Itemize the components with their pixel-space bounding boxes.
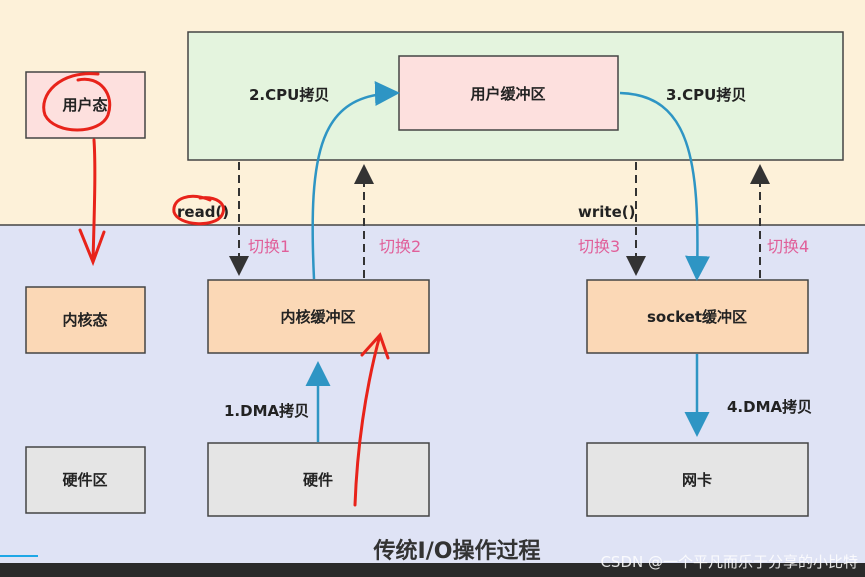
zone-kernel: [25, 286, 146, 354]
step-dma1: 1.DMA拷贝: [224, 402, 309, 420]
arrow-annotation-up: [353, 332, 390, 507]
step-dma4: 4.DMA拷贝: [727, 398, 812, 416]
read-call-label: read(): [177, 203, 229, 221]
user-buffer-label: 用户缓冲区: [470, 85, 545, 103]
cpu-copy-arrow-3: [619, 91, 711, 281]
socket-buffer-box: [586, 279, 809, 354]
zone-kernel-label: 内核态: [62, 311, 107, 329]
diagram-title: 传统I/O操作过程: [373, 538, 541, 564]
zone-hardware: [25, 446, 146, 514]
nic-box: [586, 442, 809, 517]
bottom-bar: [0, 563, 865, 577]
switch-label-4: 切换4: [767, 237, 809, 256]
zone-user: [25, 71, 146, 139]
kernel-buffer-label: 内核缓冲区: [280, 308, 355, 326]
cpu-copy-arrow-2: [311, 81, 400, 280]
step-cpu3: 3.CPU拷贝: [666, 86, 746, 104]
circle-annotation-user: [42, 72, 112, 132]
socket-buffer-label: socket缓冲区: [647, 308, 747, 326]
watermark: CSDN @一个平凡而乐于分享的小比特: [600, 553, 858, 571]
nic-label: 网卡: [682, 471, 712, 489]
zone-user-label: 用户态: [62, 96, 107, 114]
kernel-buffer-box: [207, 279, 430, 354]
switch-label-1: 切换1: [248, 237, 290, 256]
red-annotations: [42, 72, 390, 507]
arrow-annotation-down: [78, 138, 106, 267]
write-call-label: write(): [578, 203, 635, 221]
circle-annotation-read: [172, 195, 225, 226]
user-buffer-box: [398, 55, 619, 131]
zone-hardware-label: 硬件区: [62, 471, 107, 489]
step-cpu2: 2.CPU拷贝: [249, 86, 329, 104]
switch-label-3: 切换3: [578, 237, 620, 256]
hardware-box: [207, 442, 430, 517]
hardware-label: 硬件: [303, 471, 333, 489]
switch-label-2: 切换2: [379, 237, 421, 256]
